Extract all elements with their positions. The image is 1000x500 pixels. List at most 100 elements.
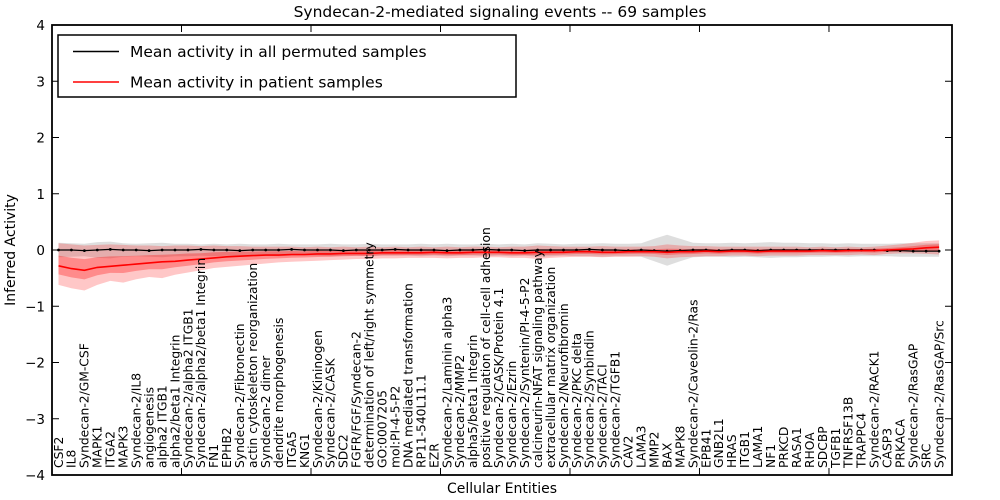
- permuted-mean-marker: [225, 248, 229, 252]
- x-tick-label: RP11-540L11.1: [414, 374, 428, 468]
- x-tick-label: EZR: [427, 443, 441, 468]
- x-tick-label: Syndecan-2/RACK1: [868, 351, 882, 468]
- x-tick-label: Syndecan-2/Synbindin: [583, 330, 597, 468]
- patient-samples-inner-band: [58, 244, 940, 280]
- y-tick-label: −1: [25, 299, 45, 315]
- x-tick-label: TNFRSF13B: [842, 397, 856, 469]
- x-tick-label: angiogenesis: [142, 387, 156, 468]
- permuted-mean-marker: [458, 248, 462, 252]
- permuted-mean-marker: [432, 248, 436, 252]
- x-tick-label: Syndecan-2/CASK/Protein 4.1: [492, 288, 506, 468]
- permuted-mean-marker: [588, 248, 591, 251]
- x-tick-label: Syndecan-2/GM-CSF: [78, 343, 92, 468]
- permuted-mean-marker: [523, 249, 527, 253]
- permuted-mean-marker: [380, 248, 384, 252]
- y-tick-label: 0: [36, 243, 45, 259]
- legend-label-patient-samples: Mean activity in patient samples: [130, 74, 383, 92]
- x-tick-label: RASA1: [790, 427, 804, 468]
- permuted-mean-marker: [575, 248, 578, 252]
- permuted-mean-marker: [497, 248, 501, 252]
- x-tick-label: RHOA: [803, 432, 817, 468]
- x-tick-label: mol:PI-4-5-P2: [389, 386, 403, 468]
- permuted-mean-marker: [445, 249, 449, 253]
- permuted-mean-marker: [303, 248, 306, 252]
- permuted-mean-marker: [277, 248, 280, 252]
- permuted-mean-marker: [108, 248, 112, 251]
- permuted-mean-marker: [212, 248, 216, 252]
- x-tick-label: EPB41: [699, 429, 713, 468]
- permuted-mean-marker: [406, 248, 410, 252]
- permuted-mean-marker: [251, 248, 255, 252]
- permuted-mean-marker: [95, 248, 99, 252]
- x-tick-label: Syndecan-2/Fibronectin: [233, 323, 247, 468]
- permuted-mean-marker: [199, 248, 203, 251]
- permuted-mean-marker: [691, 248, 695, 252]
- y-tick-label: 3: [36, 74, 45, 90]
- permuted-mean-marker: [367, 248, 371, 252]
- x-tick-label: NF1: [764, 444, 778, 468]
- x-axis-label: Cellular Entities: [447, 481, 557, 497]
- y-tick-label: 2: [36, 131, 45, 147]
- x-tick-label: HRAS: [725, 434, 739, 468]
- permuted-mean-marker: [354, 248, 358, 252]
- x-tick-label: KNG1: [298, 433, 312, 468]
- permuted-mean-marker: [147, 249, 151, 253]
- x-tick-label: GNB2L1: [712, 418, 726, 468]
- permuted-mean-marker: [924, 249, 928, 253]
- permuted-mean-marker: [471, 248, 475, 252]
- x-tick-label: calcineurin-NFAT signaling pathway: [531, 250, 545, 468]
- permuted-mean-marker: [186, 248, 190, 252]
- permuted-mean-marker: [613, 248, 617, 252]
- permuted-mean-marker: [83, 249, 86, 253]
- permuted-mean-marker: [510, 248, 514, 252]
- x-tick-label: dendrite morphogenesis: [272, 318, 286, 468]
- y-tick-label: −2: [25, 356, 45, 372]
- x-tick-label: alpha5/beta1 Integrin: [466, 335, 480, 468]
- x-tick-label: MMP2: [648, 432, 662, 468]
- x-tick-label: CASP3: [881, 428, 895, 468]
- x-tick-label: Syndecan-2 dimer: [259, 355, 273, 468]
- x-tick-label: DNA mediated transformation: [401, 283, 415, 468]
- x-tick-label: TGFB1: [829, 428, 843, 469]
- permuted-mean-marker: [70, 248, 73, 252]
- x-tick-label: SRC: [919, 444, 933, 468]
- x-tick-label: Syndecan-2/Neurofibromin: [557, 303, 571, 468]
- x-tick-label: Syndecan-2/Ezrin: [505, 361, 519, 468]
- permuted-mean-marker: [173, 248, 177, 252]
- x-tick-label: Syndecan-2/Kininogen: [311, 330, 325, 468]
- permuted-mean-marker: [536, 248, 539, 252]
- y-tick-label: −4: [25, 468, 45, 484]
- y-tick-label: 1: [36, 187, 45, 203]
- permuted-mean-marker: [121, 248, 125, 252]
- x-tick-label: Syndecan-2/Syntenin/PI-4-5-P2: [518, 278, 532, 468]
- line-layer: [57, 246, 941, 272]
- x-tick-label: Syndecan-2/TACI: [596, 364, 610, 468]
- permuted-mean-marker: [601, 248, 604, 252]
- permuted-mean-marker: [639, 248, 643, 252]
- permuted-mean-marker: [264, 248, 268, 252]
- x-tick-label: MAPK3: [117, 426, 131, 468]
- y-axis-label: Inferred Activity: [3, 194, 19, 306]
- x-tick-label: CAV2: [622, 436, 636, 468]
- x-tick-label: SDC2: [337, 434, 351, 468]
- permuted-mean-marker: [911, 249, 915, 253]
- patient-samples-std-band: [58, 240, 940, 291]
- permuted-mean-marker: [549, 248, 552, 252]
- permuted-mean-marker: [484, 248, 488, 251]
- x-tick-label: Syndecan-2/MMP2: [453, 355, 467, 468]
- chart-title: Syndecan-2-mediated signaling events -- …: [294, 3, 707, 21]
- x-tick-label: Syndecan-2/CASK: [324, 357, 338, 468]
- permuted-mean-marker: [316, 248, 319, 252]
- x-tick-label: PRKACA: [894, 418, 908, 468]
- x-tick-label: GO:0007205: [376, 390, 390, 468]
- x-tick-label: LAMA3: [635, 426, 649, 468]
- permuted-mean-marker: [562, 248, 565, 252]
- x-tick-label: MAPK1: [91, 426, 105, 468]
- legend-box: [57, 34, 517, 98]
- x-tick-label: Syndecan-2/alpha2 ITGB1: [181, 309, 195, 469]
- x-tick-label: positive regulation of cell-cell adhesio…: [479, 227, 493, 468]
- band-layer: [58, 234, 940, 291]
